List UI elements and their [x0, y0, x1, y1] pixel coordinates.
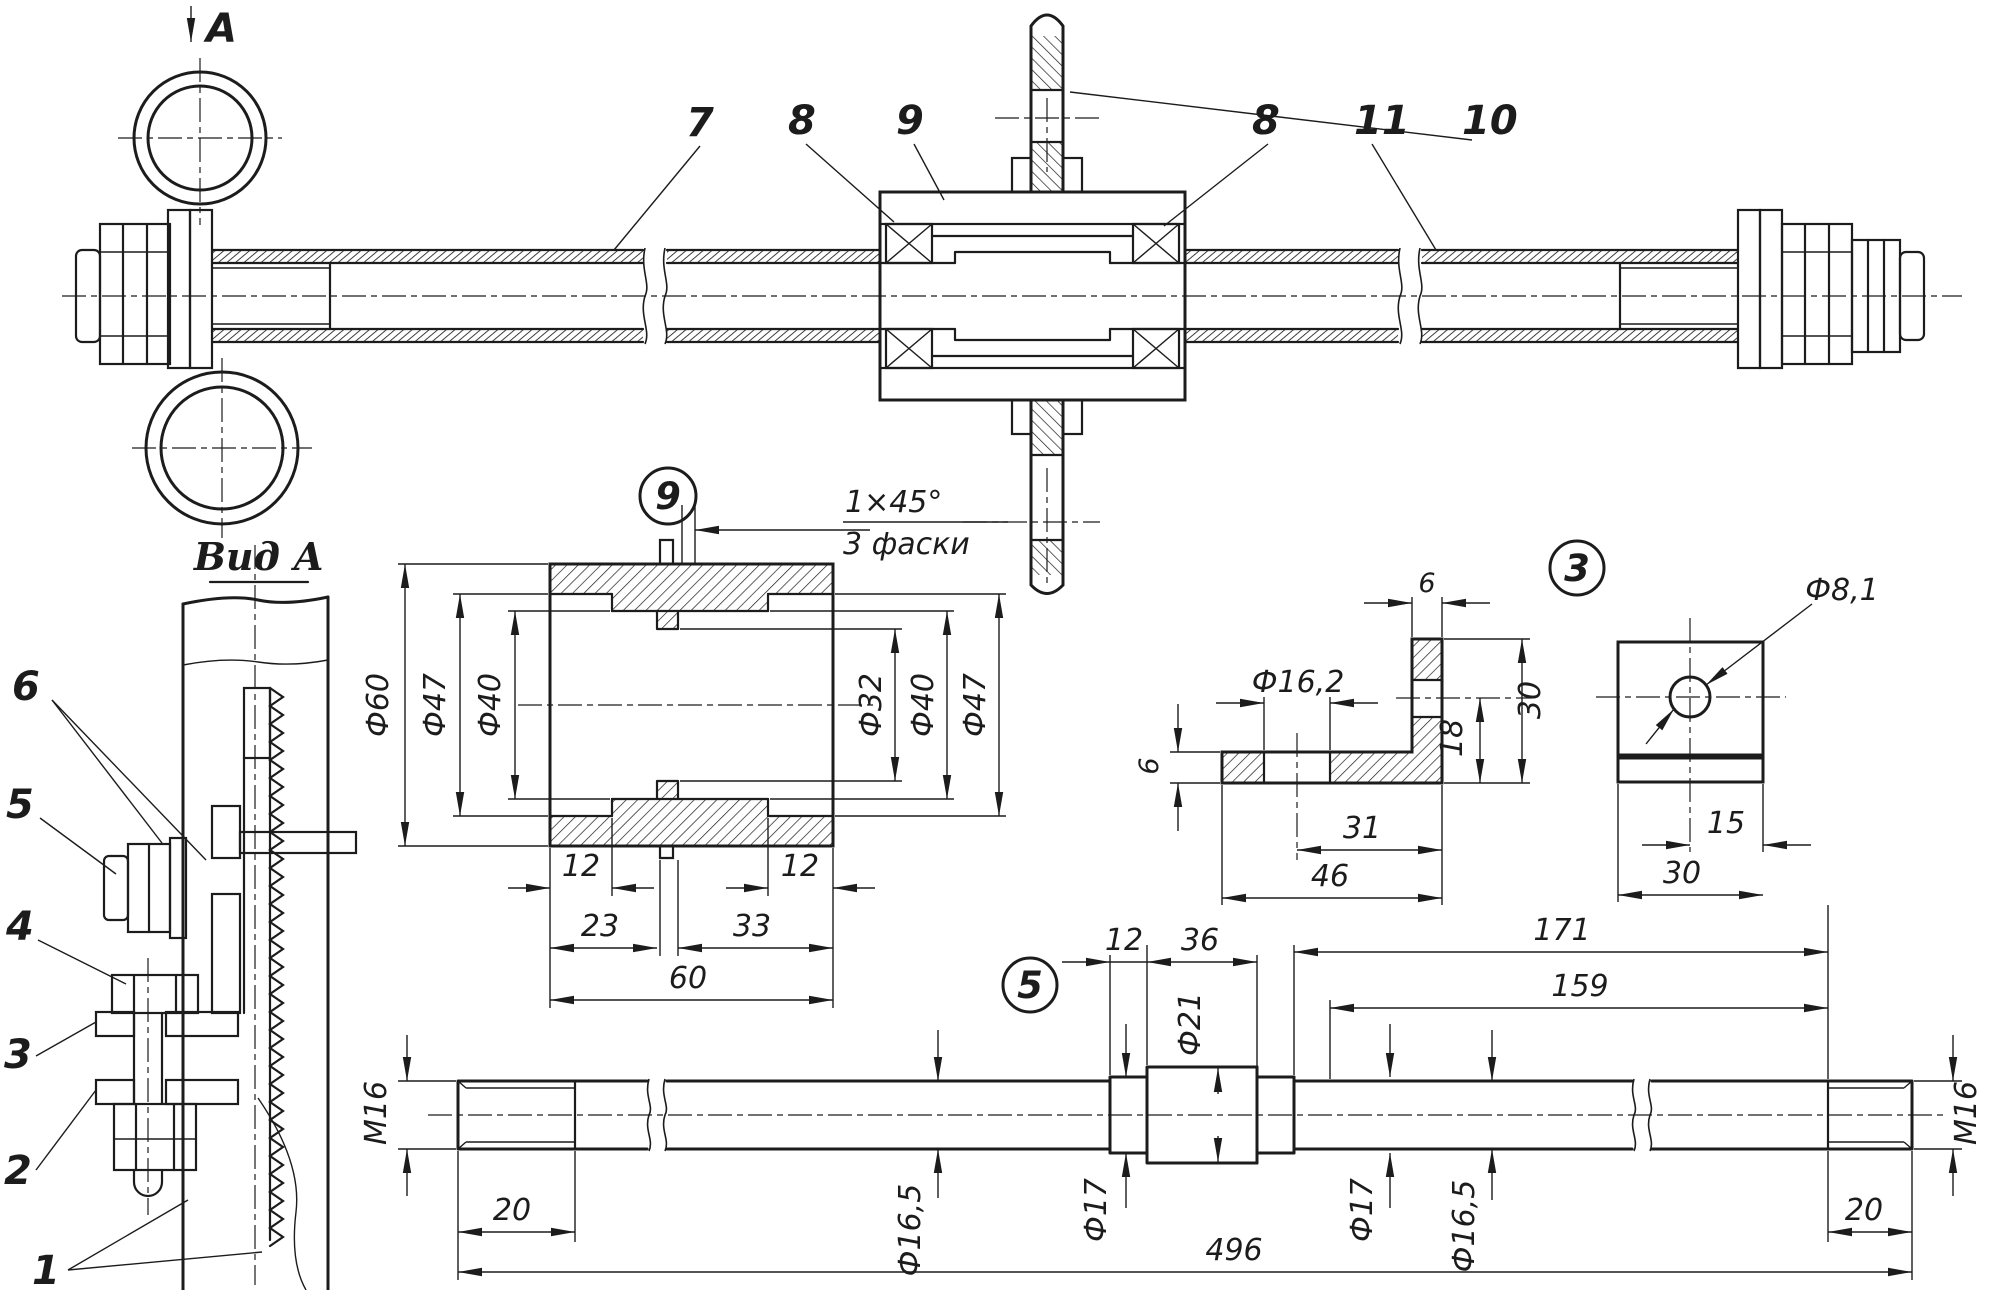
dim-23: 23 — [581, 909, 619, 944]
dim-20-left: 20 — [493, 1193, 531, 1228]
callout-11: 11 — [1354, 98, 1410, 144]
callout-7: 7 — [686, 100, 714, 146]
callout-2: 2 — [4, 1148, 32, 1194]
callout-4: 4 — [5, 904, 34, 950]
dim-phi60: Ф60 — [361, 673, 396, 737]
detail-9-part — [518, 538, 878, 860]
balloon-9: 9 — [655, 475, 681, 518]
dim-12-right: 12 — [781, 849, 819, 884]
note-chamfer-count: 3 фаски — [843, 527, 970, 562]
callout-10: 10 — [1462, 98, 1518, 144]
dim-phi47-right: Ф47 — [958, 673, 993, 737]
dim-496: 496 — [1205, 1233, 1262, 1268]
side-view-callouts: 6 5 4 3 2 1 — [4, 664, 263, 1290]
detail-3: 3 6 Ф16,2 6 30 — [1134, 539, 1606, 905]
callout-8-left: 8 — [788, 98, 816, 144]
dim-phi40-left: Ф40 — [473, 673, 508, 737]
sprocket-side — [242, 686, 285, 1248]
shaft-dims: М16 20 Ф16,5 Ф17 12 36 Ф21 — [359, 905, 1984, 1280]
top-view-callouts: 7 8 9 10 8 11 — [613, 91, 1518, 251]
detail-5: 5 М16 — [359, 905, 1984, 1280]
dim-30-plate: 30 — [1663, 856, 1701, 891]
right-shaft-nut — [1780, 222, 1926, 366]
callout-8-right: 8 — [1252, 98, 1280, 144]
sprocket — [963, 13, 1100, 595]
dim-36: 36 — [1181, 923, 1219, 958]
dim-phi8-1: Ф8,1 — [1805, 573, 1879, 608]
dim-159: 159 — [1551, 969, 1608, 1004]
detail-9-dims-left: Ф60 Ф47 Ф40 — [361, 563, 610, 847]
view-a: Вид А — [4, 534, 358, 1290]
callout-1: 1 — [32, 1248, 60, 1290]
view-a-title: Вид А — [193, 534, 324, 579]
callout-6: 6 — [12, 664, 40, 710]
dim-6-top: 6 — [1418, 568, 1435, 599]
note-chamfer-size: 1×45° — [845, 485, 942, 520]
callout-3: 3 — [4, 1032, 32, 1078]
dim-33: 33 — [733, 909, 771, 944]
left-shaft-nut — [74, 222, 172, 366]
plate-detail: Ф8,1 15 30 — [1596, 573, 1879, 902]
dim-m16-right: М16 — [1949, 1081, 1984, 1145]
dim-phi16-2: Ф16,2 — [1252, 665, 1345, 700]
dim-phi16-5-right: Ф16,5 — [1447, 1180, 1482, 1273]
dim-6-left: 6 — [1134, 757, 1165, 774]
dim-171: 171 — [1533, 913, 1590, 948]
dim-12-shaft: 12 — [1105, 923, 1143, 958]
plate-dims: Ф8,1 15 30 — [1617, 573, 1879, 902]
dim-phi21: Ф21 — [1173, 992, 1208, 1056]
bracket-and-bolts — [94, 804, 358, 1215]
dim-phi32: Ф32 — [854, 673, 889, 737]
detail-3-part — [1220, 637, 1532, 860]
detail-9: 9 1×45° 3 фаски — [361, 466, 1008, 1008]
balloon-5: 5 — [1017, 964, 1043, 1007]
plate-part — [1596, 618, 1786, 852]
section-arrow-label: А — [203, 6, 237, 52]
left-flange — [166, 208, 214, 370]
dim-46: 46 — [1311, 859, 1349, 894]
detail-9-chamfer-note: 1×45° 3 фаски — [681, 485, 1008, 564]
left-frame-tube-sections — [118, 58, 312, 538]
dim-phi17-left: Ф17 — [1079, 1178, 1114, 1242]
detail-9-dims-right: Ф32 Ф40 Ф47 — [680, 593, 1006, 817]
dim-31: 31 — [1343, 811, 1381, 846]
section-arrow-a: А — [186, 6, 237, 52]
shaft-part — [428, 1065, 1948, 1165]
dim-12-left: 12 — [562, 849, 600, 884]
dim-30: 30 — [1513, 681, 1548, 719]
dim-18: 18 — [1435, 719, 1470, 757]
callout-9: 9 — [896, 98, 924, 144]
bearing-housing — [878, 190, 1187, 402]
dim-phi47-left: Ф47 — [418, 673, 453, 737]
callout-5: 5 — [6, 782, 34, 828]
balloon-3: 3 — [1564, 547, 1590, 590]
detail-3-dims: 6 Ф16,2 6 30 18 31 46 — [1134, 568, 1548, 905]
dim-60: 60 — [669, 961, 707, 996]
dim-15: 15 — [1707, 806, 1745, 841]
dim-phi16-5-left: Ф16,5 — [893, 1184, 928, 1277]
dim-20-right: 20 — [1845, 1193, 1883, 1228]
axle-tube — [211, 247, 1740, 345]
assembly-top-view: А — [62, 6, 1962, 595]
dim-m16-left: М16 — [359, 1081, 394, 1145]
dim-phi17-right: Ф17 — [1345, 1178, 1380, 1242]
detail-9-dims-bottom: 12 12 23 33 60 — [508, 818, 875, 1008]
dim-phi40-right: Ф40 — [906, 673, 941, 737]
